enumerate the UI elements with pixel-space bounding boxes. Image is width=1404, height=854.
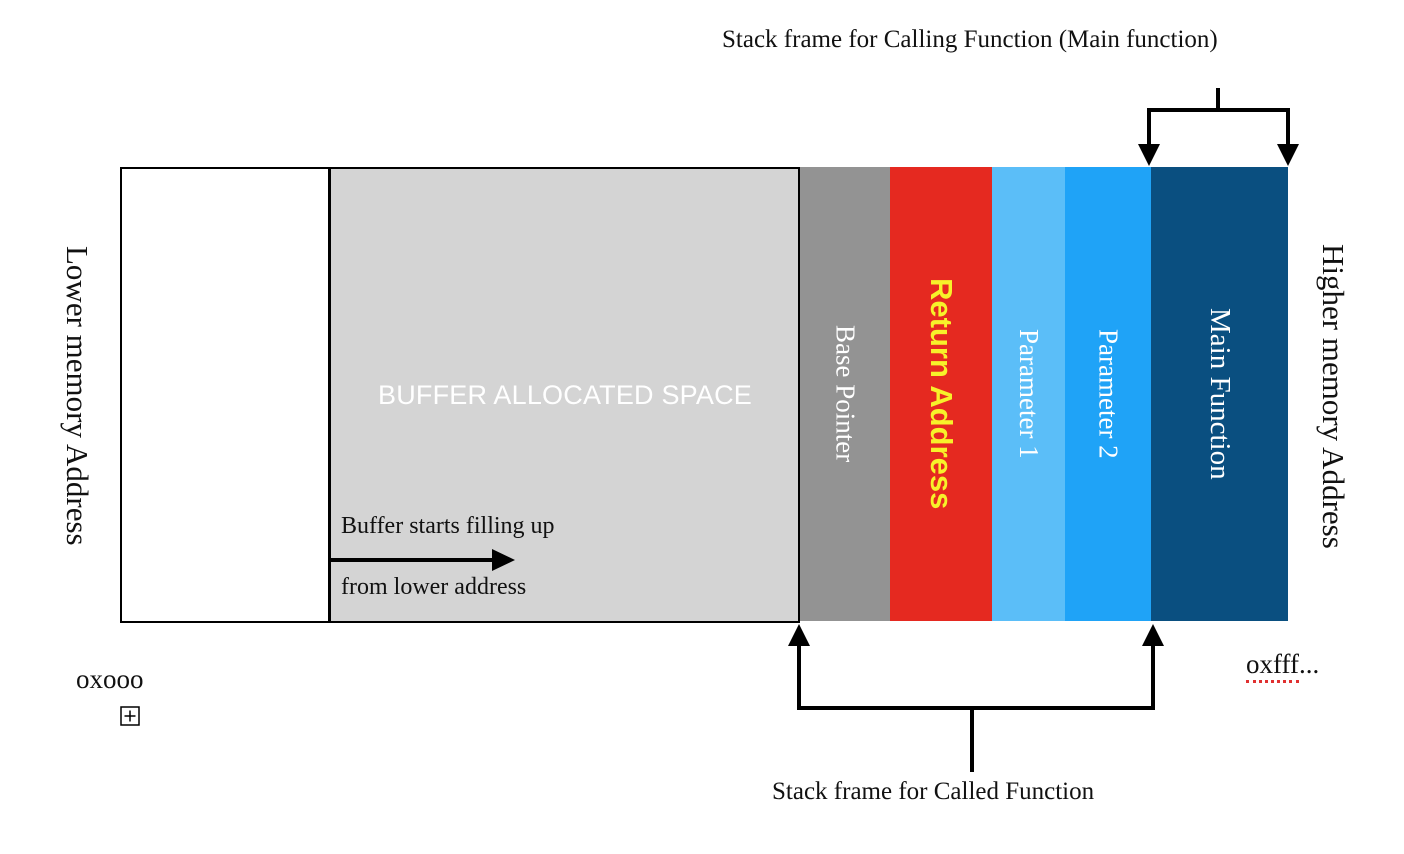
main-function-label: Main Function <box>1204 308 1236 480</box>
buffer-fill-text-line1: Buffer starts filling up <box>341 513 555 539</box>
base-pointer-label: Base Pointer <box>830 325 861 463</box>
calling-frame-title: Stack frame for Calling Function (Main f… <box>722 26 1218 53</box>
high-address-ellipsis: ... <box>1299 649 1320 679</box>
buffer-fill-arrow <box>331 549 515 571</box>
lower-address-label: Lower memory Address <box>52 168 102 624</box>
plus-box-icon[interactable] <box>120 706 140 726</box>
return-address-column: Return Address <box>890 167 992 621</box>
unused-memory-box <box>120 167 330 623</box>
high-address-value: oxfff... <box>1246 649 1320 683</box>
lower-address-text: Lower memory Address <box>60 246 95 546</box>
higher-address-label: Higher memory Address <box>1308 168 1358 624</box>
main-function-column: Main Function <box>1151 167 1288 621</box>
high-address-text: oxfff <box>1246 649 1299 683</box>
buffer-label: BUFFER ALLOCATED SPACE <box>378 380 752 410</box>
low-address-value: oxooo <box>76 664 144 694</box>
parameter-1-column: Parameter 1 <box>992 167 1065 621</box>
parameter-2-column: Parameter 2 <box>1065 167 1151 621</box>
parameter-2-label: Parameter 2 <box>1093 329 1124 459</box>
called-frame-title: Stack frame for Called Function <box>772 778 1095 805</box>
return-address-label: Return Address <box>924 278 959 510</box>
calling-frame-bracket <box>1138 88 1299 166</box>
parameter-1-label: Parameter 1 <box>1014 329 1044 459</box>
buffer-fill-text-line2: from lower address <box>341 574 527 600</box>
buffer-box <box>328 167 800 623</box>
higher-address-text: Higher memory Address <box>1316 243 1351 549</box>
base-pointer-column: Base Pointer <box>800 167 890 621</box>
called-frame-bracket <box>788 624 1164 772</box>
